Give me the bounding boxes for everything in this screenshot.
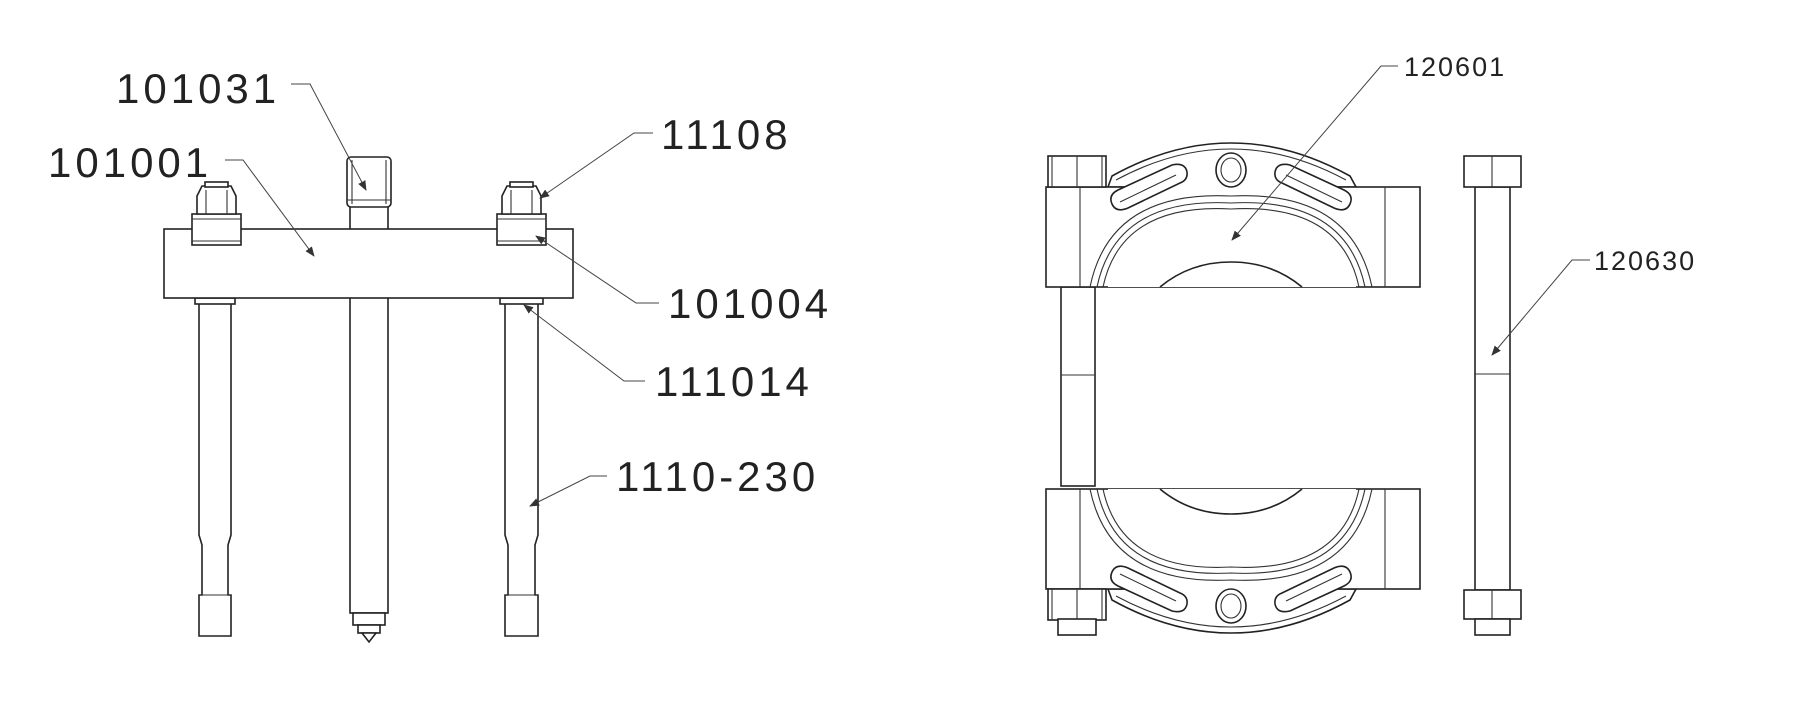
nut-washer-left	[191, 181, 242, 246]
label-120630: 120630	[1594, 246, 1696, 276]
leader-111014	[523, 304, 645, 382]
leader-101031	[291, 83, 367, 191]
separator-rod-left	[1060, 286, 1096, 487]
puller-assembly: 101031 101001 11108 101004 111014 1110-2…	[48, 65, 832, 644]
leader-11108	[539, 132, 653, 199]
leg-rod-left	[194, 297, 236, 637]
leader-120601	[1231, 65, 1398, 241]
bearing-separator: 120601 120630	[1045, 52, 1696, 636]
separator-half-top	[1045, 142, 1421, 288]
label-101031: 101031	[116, 65, 280, 112]
label-11108: 11108	[661, 111, 792, 158]
bolt-120630	[1463, 155, 1522, 636]
label-120601: 120601	[1404, 52, 1506, 82]
label-101004: 101004	[668, 280, 832, 327]
separator-half-bottom	[1045, 488, 1421, 634]
leader-101004	[535, 235, 659, 304]
spacer-111014	[499, 297, 544, 305]
leader-101001	[225, 159, 315, 257]
bolt-stub	[1057, 618, 1097, 636]
leader-120630	[1491, 259, 1590, 356]
leader-1110-230	[529, 475, 607, 507]
nut-washer-right	[496, 181, 547, 246]
leg-rod-right	[499, 297, 544, 637]
label-101001: 101001	[48, 139, 212, 186]
label-111014: 111014	[655, 358, 813, 405]
label-1110-230: 1110-230	[616, 453, 819, 500]
